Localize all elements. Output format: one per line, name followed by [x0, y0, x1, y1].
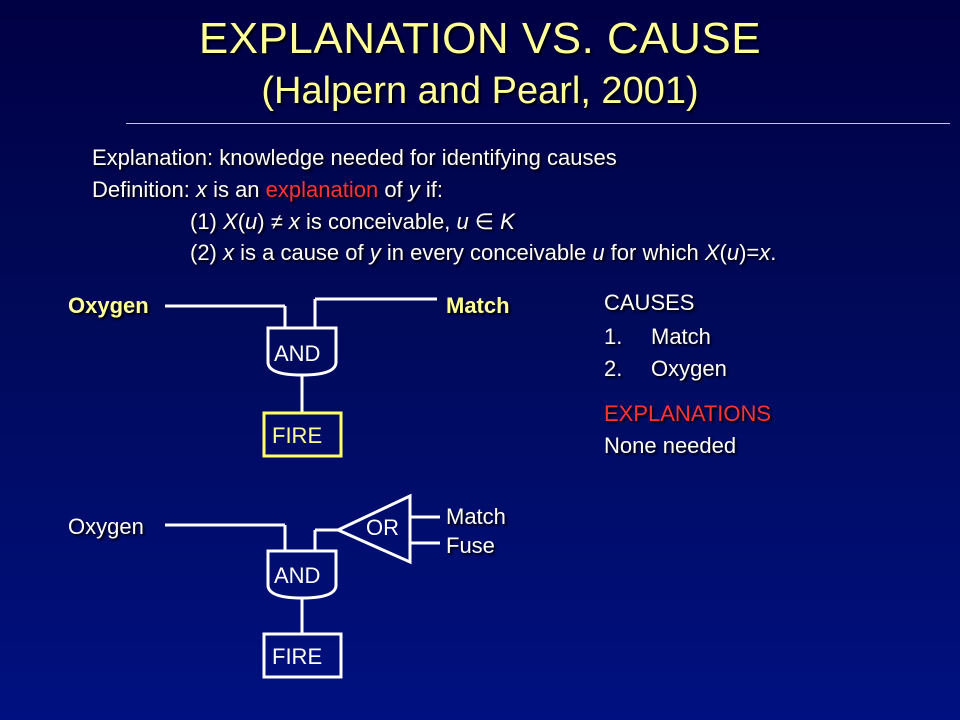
explanations-heading: EXPLANATIONS	[604, 401, 772, 426]
condition-1: (1) X(u) ≠ x is conceivable, u ∈ K	[190, 209, 515, 234]
oxygen-label-1: Oxygen	[68, 293, 149, 318]
explanations-value: None needed	[604, 433, 737, 458]
match-label-2: Match	[446, 504, 506, 529]
explanation-term: explanation	[265, 177, 379, 202]
title-divider	[126, 123, 950, 124]
condition-2: (2) x is a cause of y in every conceivab…	[190, 240, 777, 265]
explanation-line: Explanation: knowledge needed for identi…	[92, 145, 617, 170]
slide-subtitle: (Halpern and Pearl, 2001)	[261, 70, 699, 112]
fire-label-2: FIRE	[272, 644, 323, 669]
fire-label-1: FIRE	[272, 423, 323, 448]
fire-box-2	[262, 632, 343, 679]
fire-box-1	[262, 411, 343, 458]
and-gate-1-label: AND	[274, 341, 321, 366]
and-gate-2-label: AND	[274, 563, 321, 588]
causes-heading: CAUSES	[604, 290, 695, 315]
causes-item-2: Oxygen	[651, 356, 727, 381]
definition-line: Definition: x is an explanation of y if:	[92, 177, 444, 202]
match-label-1: Match	[446, 293, 510, 318]
causes-item-1: Match	[651, 324, 711, 349]
causes-item-2-num: 2.	[604, 356, 623, 381]
or-gate	[334, 493, 412, 565]
or-gate-label: OR	[366, 515, 399, 540]
oxygen-label-2: Oxygen	[68, 514, 144, 539]
fuse-label: Fuse	[446, 533, 495, 558]
slide-title: EXPLANATION VS. CAUSE	[198, 14, 762, 63]
causes-item-1-num: 1.	[604, 324, 623, 349]
